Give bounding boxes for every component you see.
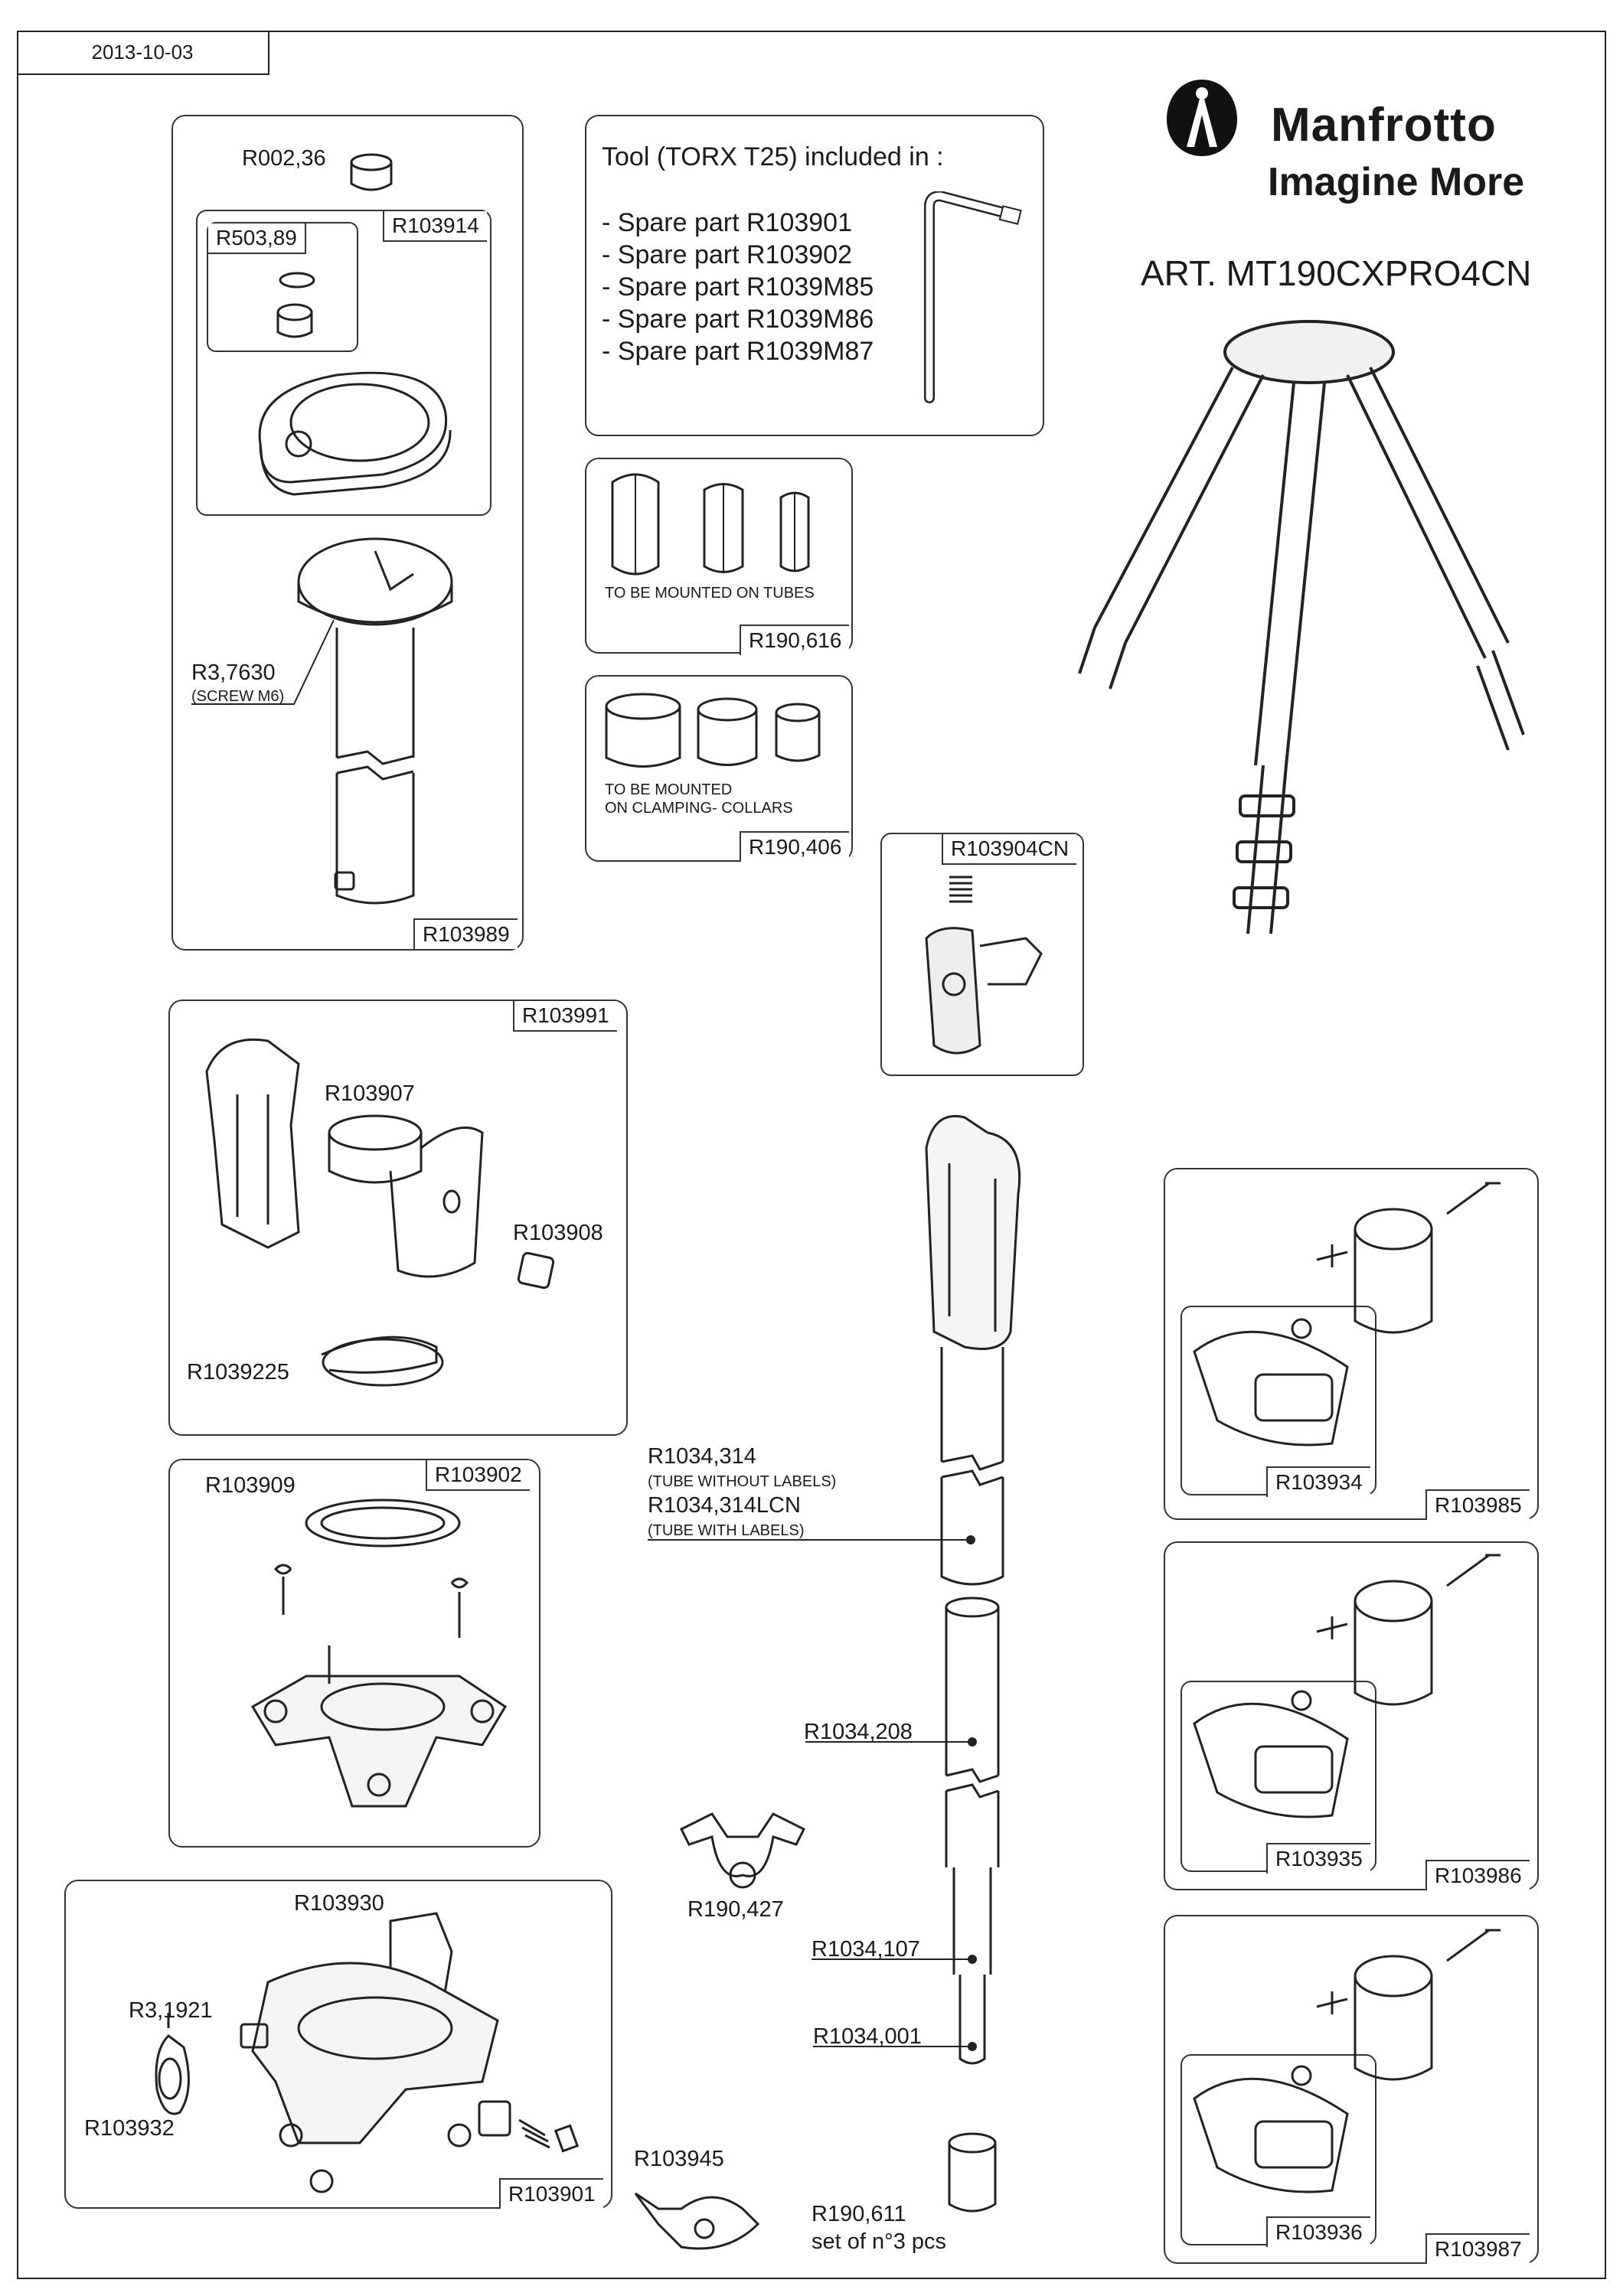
clip-code: R103904CN [942, 834, 1077, 865]
part-note: (TUBE WITH LABELS) [648, 1522, 805, 1539]
manfrotto-logo-icon [1167, 80, 1237, 156]
sleeves-tubes-code: R190,616 [740, 625, 850, 655]
part-label: R190,427 [687, 1897, 784, 1922]
article-number: ART. MT190CXPRO4CN [1141, 253, 1532, 293]
leader-line [191, 619, 335, 705]
page-frame [17, 31, 1606, 2279]
sleeves-collars-code: R190,406 [740, 831, 850, 862]
part-label: R002,36 [242, 146, 326, 171]
tool-item: - Spare part R1039M87 [602, 337, 874, 366]
column-code: R103989 [413, 918, 518, 949]
clamp-inner-code: R103934 [1266, 1466, 1370, 1497]
part-label: R1034,208 [804, 1720, 913, 1744]
part-label: R190,611 [812, 2202, 906, 2226]
base-assembly-icon [155, 1912, 580, 2193]
ring-subpanel [207, 222, 358, 352]
part-label: R103930 [294, 1891, 384, 1916]
part-label: R1034,107 [812, 1937, 920, 1962]
center-column-icon [297, 537, 453, 905]
part-label: R103907 [325, 1081, 415, 1106]
base-panel [64, 1880, 612, 2209]
clamp-outer-code: R103987 [1425, 2233, 1530, 2264]
tool-item: - Spare part R103901 [602, 208, 852, 237]
part-label: R103932 [84, 2116, 175, 2141]
tube-sleeves-icon [611, 473, 810, 576]
part-label: R103908 [513, 1221, 603, 1245]
date-box: 2013-10-03 [17, 31, 269, 75]
torx-key-icon [924, 191, 1022, 403]
part-note: set of n°3 pcs [812, 2229, 947, 2254]
screw-note: (SCREW M6) [191, 688, 285, 705]
part-label: R3,1921 [129, 1998, 213, 2023]
sleeves-collars-note-1: TO BE MOUNTED [605, 781, 733, 798]
clamp-panel-1 [1164, 1168, 1539, 1520]
sub-part-code: R503,89 [208, 223, 306, 254]
part-label: R1034,314LCN [648, 1493, 801, 1518]
subpanel [196, 210, 491, 516]
leg-tubes-icon [925, 1114, 1021, 2213]
leg-lock-clip-icon [925, 876, 1043, 1055]
spider-panel [168, 1459, 540, 1848]
screw-label: R3,7630 [191, 660, 276, 685]
spider-assembly-icon [250, 1499, 508, 1808]
sleeves-tubes-panel [585, 458, 853, 654]
sub-code: R103914 [383, 211, 487, 242]
tool-item: - Spare part R1039M85 [602, 272, 874, 302]
base-code: R103901 [499, 2178, 603, 2209]
sleeves-tubes-note: TO BE MOUNTED ON TUBES [605, 585, 815, 602]
part-label: R1034,001 [813, 2024, 922, 2049]
part-label: R1034,314 [648, 1444, 756, 1469]
tool-panel [585, 115, 1044, 436]
part-label: R1039225 [187, 1360, 289, 1384]
knob-icon [634, 2192, 760, 2250]
tool-item: - Spare part R103902 [602, 240, 852, 269]
clamp-panel-3 [1164, 1915, 1539, 2264]
sleeves-collars-note-2: ON CLAMPING- COLLARS [605, 800, 793, 817]
clamp-drawings-icon [1193, 1182, 1501, 2193]
part-label: R103909 [205, 1473, 296, 1498]
clamp-panel-2 [1164, 1541, 1539, 1890]
clamp-outer-code: R103986 [1425, 1860, 1530, 1890]
brand-name: Manfrotto [1271, 99, 1497, 152]
tripod-illustration-icon [1078, 320, 1525, 934]
hub-assembly-icon [205, 1038, 555, 1387]
brand-tagline: Imagine More [1268, 160, 1525, 204]
ring-and-bushing-icon [276, 272, 315, 338]
hub-panel [168, 1000, 628, 1436]
bracket-icon [679, 1812, 806, 1889]
clamp-inner-code: R103935 [1266, 1843, 1370, 1874]
tool-item: - Spare part R1039M86 [602, 305, 874, 334]
column-panel [171, 115, 524, 951]
hub-code: R103991 [513, 1001, 617, 1032]
cap-icon [350, 153, 393, 191]
spider-code: R103902 [426, 1460, 530, 1491]
clamp-inner-code: R103936 [1266, 2216, 1370, 2247]
clamp-outer-code: R103985 [1425, 1489, 1530, 1520]
sleeves-collars-panel [585, 675, 853, 862]
collar-sleeves-icon [605, 693, 821, 768]
tool-title: Tool (TORX T25) included in : [602, 142, 944, 171]
part-note: (TUBE WITHOUT LABELS) [648, 1473, 837, 1490]
part-label: R103945 [634, 2147, 724, 2171]
clip-panel [880, 833, 1084, 1076]
leader-lines [648, 1535, 977, 2051]
collar-plate-icon [258, 371, 452, 496]
